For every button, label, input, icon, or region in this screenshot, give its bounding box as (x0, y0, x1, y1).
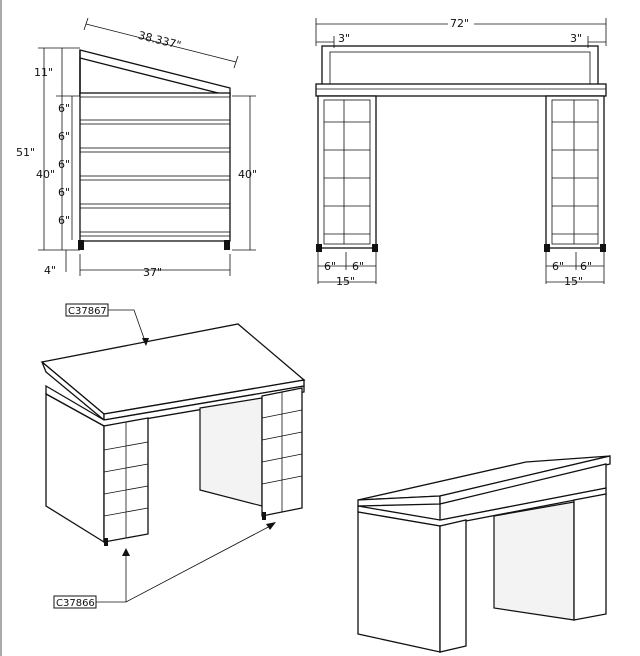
cube-right-2: 6" (580, 260, 592, 273)
top-part-callout: C37867 (68, 306, 107, 317)
shelf-gap-3: 6" (58, 158, 70, 171)
tower-part-callout: C37866 (56, 598, 95, 609)
front-view: 72" 3" 3" 6" 6" 15" 6" 6" 15" (315, 16, 607, 288)
shelf-gap-2: 6" (58, 130, 70, 143)
cabinet-height-left-label: 40" (36, 168, 55, 181)
shelf-gap-4: 6" (58, 186, 70, 199)
iso-view-shelved: C37867 C37866 (40, 303, 306, 609)
cube-left-2: 6" (352, 260, 364, 273)
top-rise-label: 11" (34, 66, 53, 79)
inset-right-label: 3" (570, 32, 582, 45)
tower-left-width: 15" (336, 275, 355, 288)
base-height-label: 4" (44, 264, 56, 277)
shelf-gap-1: 6" (58, 102, 70, 115)
cube-right-1: 6" (552, 260, 564, 273)
iso-view-back (357, 455, 611, 653)
inset-left-label: 3" (338, 32, 350, 45)
slope-length-label: 38.337" (137, 29, 182, 52)
cabinet-height-right-label: 40" (238, 168, 257, 181)
total-height-label: 51" (16, 146, 35, 159)
front-width-label: 72" (450, 17, 469, 30)
tower-right-width: 15" (564, 275, 583, 288)
depth-label: 37" (143, 266, 162, 279)
cube-left-1: 6" (324, 260, 336, 273)
side-view: 38.337" 51" 11" 40" 6" 6" 6" 6" 6" 4" 40… (16, 17, 257, 279)
shelf-gap-5: 6" (58, 214, 70, 227)
